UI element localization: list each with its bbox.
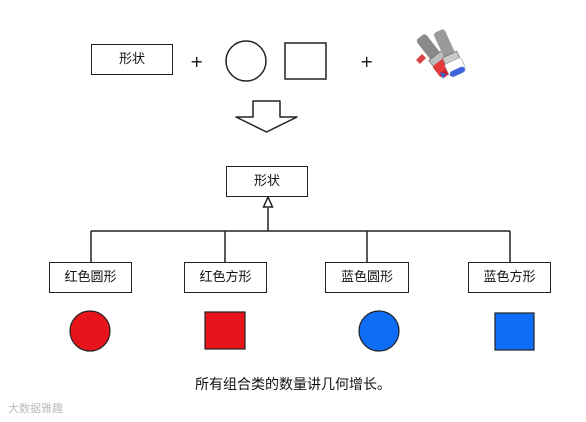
paint-brushes-icon [416, 29, 466, 79]
down-arrow [235, 100, 298, 133]
outline-circle [225, 40, 267, 82]
plus-sign-2: + [360, 52, 374, 71]
tree-connectors [90, 208, 511, 262]
child-box-blue-square: 蓝色方形 [468, 262, 551, 293]
inheritance-arrowhead [262, 195, 274, 208]
red-square [204, 311, 246, 350]
parent-shape-label: 形状 [253, 174, 280, 189]
child-box-red-circle: 红色圆形 [49, 262, 132, 293]
outline-square [284, 42, 327, 80]
child-box-red-square: 红色方形 [184, 262, 267, 293]
child-label: 红色方形 [199, 270, 252, 285]
blue-circle [358, 310, 400, 352]
child-label: 蓝色方形 [483, 270, 536, 285]
child-label: 蓝色圆形 [340, 270, 393, 285]
caption-text: 所有组合类的数量讲几何增长。 [195, 377, 391, 393]
child-label: 红色圆形 [64, 270, 117, 285]
watermark: 大数据雅趣 [8, 402, 63, 415]
parent-shape-box: 形状 [226, 166, 308, 197]
child-box-blue-circle: 蓝色圆形 [325, 262, 409, 293]
blue-square [494, 312, 535, 351]
shape-box-top-label: 形状 [118, 52, 145, 67]
plus-sign-1: + [190, 52, 204, 71]
red-circle [69, 310, 111, 352]
shape-box-top: 形状 [91, 44, 173, 75]
